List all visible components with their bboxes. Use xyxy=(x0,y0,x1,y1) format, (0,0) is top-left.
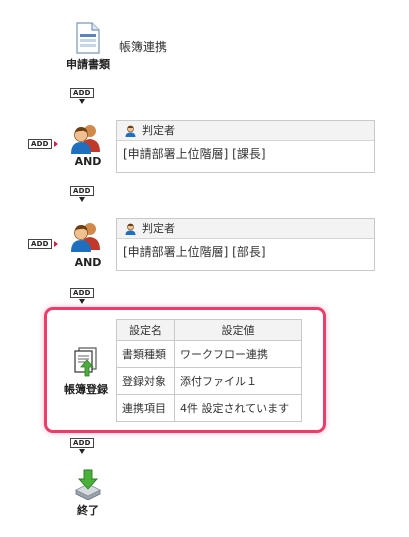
table-row: 書類種類 ワークフロー連携 xyxy=(116,340,302,368)
add-parallel-button[interactable]: ADD xyxy=(28,239,58,249)
setting-value-cell: 4件 設定されています xyxy=(174,394,302,422)
approver-box[interactable]: 判定者 [申請部署上位階層] [部長] xyxy=(116,218,375,271)
add-badge: ADD xyxy=(70,88,94,98)
arrow-right-icon xyxy=(54,141,58,147)
setting-name-cell: 登録対象 xyxy=(116,367,175,395)
start-node[interactable]: 申請書類 xyxy=(60,20,120,71)
add-button[interactable]: ADD xyxy=(70,186,94,202)
table-row: 登録対象 添付ファイル１ xyxy=(116,367,302,395)
approver-header-label: 判定者 xyxy=(142,222,175,235)
end-node-label: 終了 xyxy=(77,504,99,517)
table-row: 連携項目 4件 設定されています xyxy=(116,394,302,422)
ledger-settings-table: 設定名 設定値 書類種類 ワークフロー連携 登録対象 添付ファイル１ 連携項目 … xyxy=(116,319,302,422)
users-icon xyxy=(71,223,100,252)
setting-name-cell: 連携項目 xyxy=(116,394,175,422)
column-header-setting-value: 設定値 xyxy=(174,319,302,341)
users-icon xyxy=(71,125,100,154)
setting-name-cell: 書類種類 xyxy=(116,340,175,368)
approver-header: 判定者 xyxy=(117,121,374,141)
add-badge: ADD xyxy=(28,239,52,249)
table-header-row: 設定名 設定値 xyxy=(116,319,302,341)
setting-value-cell: 添付ファイル１ xyxy=(174,367,302,395)
ledger-register-icon xyxy=(74,347,97,377)
approver-node[interactable]: AND xyxy=(66,220,110,270)
approver-value: [申請部署上位階層] [部長] xyxy=(123,245,266,259)
approver-and-label: AND xyxy=(74,155,102,168)
add-button[interactable]: ADD xyxy=(70,88,94,104)
end-download-icon xyxy=(75,469,101,500)
document-icon xyxy=(76,22,100,54)
ledger-register-label: 帳簿登録 xyxy=(64,383,108,396)
column-header-setting-name: 設定名 xyxy=(116,319,175,341)
add-badge: ADD xyxy=(70,288,94,298)
arrow-down-icon xyxy=(79,99,85,104)
add-badge: ADD xyxy=(70,186,94,196)
approver-node[interactable]: AND xyxy=(66,122,110,172)
approver-and-label: AND xyxy=(74,256,102,269)
start-node-label: 申請書類 xyxy=(66,58,110,71)
arrow-right-icon xyxy=(54,241,58,247)
approver-value: [申請部署上位階層] [課長] xyxy=(123,147,266,161)
arrow-down-icon xyxy=(79,449,85,454)
ledger-register-node[interactable]: 帳簿登録 xyxy=(58,347,114,397)
add-badge: ADD xyxy=(28,139,52,149)
approver-header: 判定者 xyxy=(117,219,374,239)
add-parallel-button[interactable]: ADD xyxy=(28,139,58,149)
arrow-down-icon xyxy=(79,299,85,304)
approver-box[interactable]: 判定者 [申請部署上位階層] [課長] xyxy=(116,120,375,173)
add-badge: ADD xyxy=(70,438,94,448)
user-icon xyxy=(125,125,136,137)
setting-value-cell: ワークフロー連携 xyxy=(174,340,302,368)
user-icon xyxy=(125,223,136,235)
add-button[interactable]: ADD xyxy=(70,288,94,304)
add-button[interactable]: ADD xyxy=(70,438,94,454)
approver-header-label: 判定者 xyxy=(142,124,175,137)
arrow-down-icon xyxy=(79,197,85,202)
start-node-text: 帳簿連携 xyxy=(119,40,168,54)
end-node[interactable]: 終了 xyxy=(60,468,116,518)
